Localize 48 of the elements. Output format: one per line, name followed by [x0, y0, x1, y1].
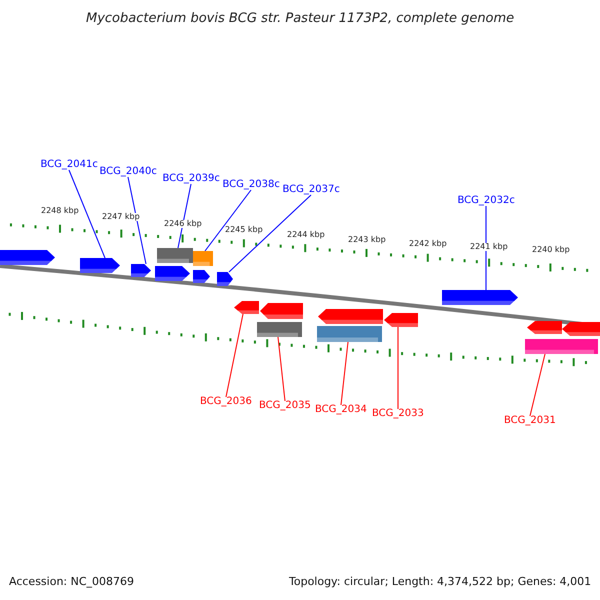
scale-label: 2240 kbp — [532, 246, 570, 254]
feature-bar — [193, 251, 213, 266]
gene-feature — [155, 266, 190, 281]
gene-label: BCG_2036 — [200, 397, 252, 407]
leader-line — [68, 170, 106, 258]
leader-line — [530, 354, 546, 416]
gene-feature — [527, 321, 562, 334]
gene-label: BCG_2041c — [40, 160, 98, 170]
feature-bar — [157, 248, 193, 263]
leader-line — [228, 194, 312, 272]
gene-label: BCG_2037c — [282, 185, 340, 195]
scale-label: 2244 kbp — [287, 231, 325, 239]
gene-feature — [234, 301, 259, 314]
feature-bar — [257, 322, 302, 337]
leader-line — [204, 190, 252, 252]
scale-label: 2248 kbp — [41, 207, 79, 215]
gene-feature — [80, 258, 120, 273]
gene-label: BCG_2033 — [372, 409, 424, 419]
gene-feature — [193, 270, 210, 283]
gene-label: BCG_2034 — [315, 405, 367, 415]
gene-label: BCG_2040c — [100, 167, 157, 177]
scale-label: 2247 kbp — [102, 213, 140, 221]
scale-label: 2242 kbp — [409, 240, 447, 248]
scale-label: 2243 kbp — [348, 236, 386, 244]
leader-line — [226, 314, 244, 398]
feature-bar — [525, 339, 598, 354]
gene-feature — [217, 272, 233, 286]
accession-text: Accession: NC_008769 — [9, 576, 134, 586]
leader-line — [340, 342, 348, 406]
gene-feature — [562, 322, 600, 336]
gene-label: BCG_2038c — [222, 180, 280, 190]
leader-line — [178, 184, 192, 248]
gene-label: BCG_2039c — [162, 174, 220, 184]
gene-label: BCG_2032c — [458, 196, 515, 206]
feature-bar — [317, 326, 382, 342]
gene-label: BCG_2031 — [504, 416, 556, 426]
gene-feature — [0, 250, 55, 265]
leader-line — [128, 176, 146, 264]
scale-label: 2246 kbp — [164, 220, 202, 228]
scale-label: 2241 kbp — [470, 243, 508, 251]
scale-label: 2245 kbp — [225, 226, 263, 234]
gene-feature — [384, 313, 418, 327]
gene-feature — [442, 290, 518, 305]
genome-info-text: Topology: circular; Length: 4,374,522 bp; Genes: 4,001 — [289, 576, 592, 586]
title: Mycobacterium bovis BCG str. Pasteur 1173P2, complete genome — [86, 12, 514, 24]
gene-feature — [131, 264, 151, 277]
leader-line — [278, 336, 286, 402]
gene-label: BCG_2035 — [259, 401, 311, 411]
